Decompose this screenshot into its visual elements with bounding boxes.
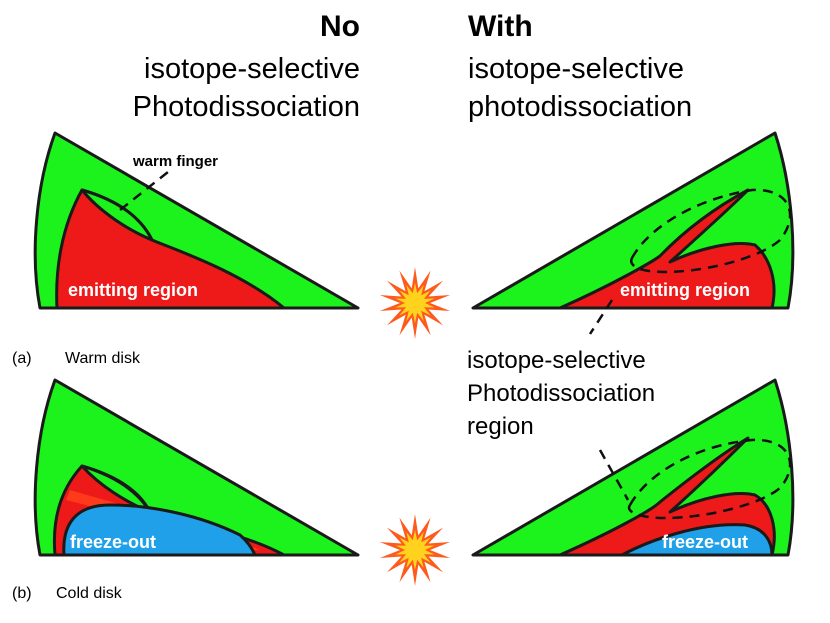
isd-label-line1: isotope-selective [467, 347, 646, 374]
isd-region-dashed-a [630, 188, 792, 274]
right-header-bold: With [468, 10, 533, 43]
right-header-line2: photodissociation [468, 91, 692, 123]
warm-finger-label: warm finger [132, 153, 218, 170]
emitting-region-label-a-left: emitting region [68, 280, 198, 300]
disk-b-right: freeze-out [471, 378, 795, 557]
isd-label-line2: Photodissociation [467, 380, 655, 407]
star-burst-icon [379, 514, 451, 586]
freeze-out-label-b-left: freeze-out [70, 532, 156, 552]
warm-finger-leader [119, 171, 169, 211]
left-header-line2: Photodissociation [133, 91, 360, 123]
isd-leader-b [598, 449, 630, 501]
isd-region-dashed-b [627, 438, 792, 520]
star-burst-icon [379, 267, 451, 339]
disk-b-left-freezeout [62, 503, 257, 557]
disk-a-left: warm finger emitting region [33, 131, 360, 310]
left-header-bold: No [320, 10, 360, 43]
panel-a-title: Warm disk [65, 350, 141, 367]
star-burst-inner [395, 530, 435, 570]
panel-b-letter: (b) [12, 585, 32, 602]
freeze-out-label-b-right: freeze-out [662, 532, 748, 552]
star-burst-inner [395, 283, 435, 323]
emitting-region-label-a-right: emitting region [620, 280, 750, 300]
disk-a-right-emitting [558, 188, 776, 310]
right-header-line1: isotope-selective [468, 53, 684, 85]
disk-a-left-finger-gap [80, 188, 154, 242]
isd-label-line3: region [467, 413, 534, 440]
disk-b-left: freeze-out [33, 378, 360, 557]
left-header-line1: isotope-selective [144, 53, 360, 85]
panel-a-letter: (a) [12, 350, 32, 367]
disk-a-right: emitting region [471, 131, 795, 335]
isd-leader-a [588, 299, 614, 335]
panel-b-title: Cold disk [56, 585, 123, 602]
disk-b-right-freezeout [620, 523, 774, 557]
